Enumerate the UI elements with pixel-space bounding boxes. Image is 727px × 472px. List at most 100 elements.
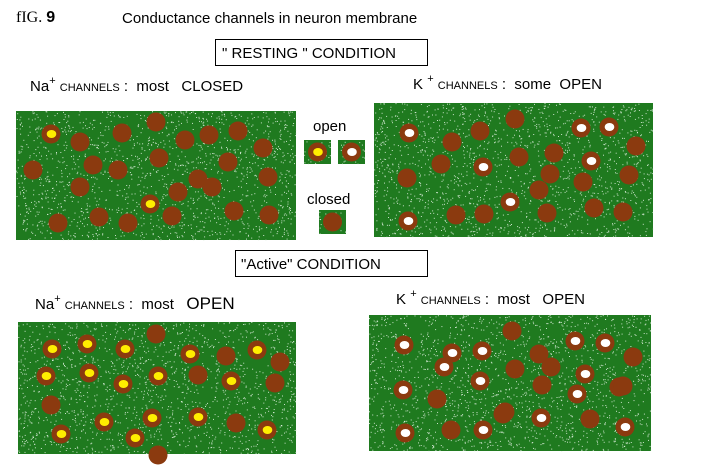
closed-channel <box>441 420 461 440</box>
resting-k-membrane-panel <box>374 103 654 238</box>
resting-na-membrane-panel-speckle <box>16 111 297 241</box>
open-channel <box>247 340 267 360</box>
closed-channel <box>613 202 633 222</box>
closed-channel <box>228 121 248 141</box>
open-channel <box>113 374 133 394</box>
open-channel <box>308 142 327 162</box>
active-condition-heading: "Active" CONDITION <box>235 250 428 277</box>
resting-k-state: OPEN <box>559 76 602 93</box>
closed-channel <box>199 125 219 145</box>
active-k-ion: K <box>396 291 407 308</box>
resting-na-state: CLOSED <box>181 78 244 95</box>
closed-channel <box>502 321 522 341</box>
open-channel <box>575 364 595 384</box>
closed-channel <box>175 130 195 150</box>
open-channel <box>188 407 208 427</box>
open-channel <box>565 331 585 351</box>
closed-channel <box>89 207 109 227</box>
closed-channel <box>218 152 238 172</box>
open-channel <box>125 428 145 448</box>
open-channel <box>595 333 615 353</box>
closed-channel <box>259 205 279 225</box>
closed-channel <box>505 109 525 129</box>
active-na-ion: Na <box>35 296 55 313</box>
closed-channel <box>573 172 593 192</box>
closed-channel <box>474 204 494 224</box>
resting-k-label: K + CHANNELS : some OPEN <box>413 74 602 93</box>
resting-na-ion: Na <box>30 78 50 95</box>
open-channel <box>51 424 71 444</box>
open-channel <box>394 335 414 355</box>
open-channel <box>531 408 551 428</box>
resting-k-ion: K <box>413 76 424 93</box>
closed-channel <box>529 180 549 200</box>
closed-channel <box>619 165 639 185</box>
closed-channel <box>258 167 278 187</box>
closed-channel <box>495 402 515 422</box>
resting-k-amount: some <box>514 76 552 93</box>
closed-channel <box>149 148 169 168</box>
open-channel <box>472 341 492 361</box>
resting-na-channels-word: CHANNELS <box>59 82 120 94</box>
closed-channel <box>188 169 208 189</box>
open-channel <box>473 157 493 177</box>
open-channel <box>180 344 200 364</box>
open-channel <box>442 343 462 363</box>
active-k-state: OPEN <box>542 291 585 308</box>
open-channel <box>567 384 587 404</box>
closed-channel <box>544 143 564 163</box>
resting-k-channels-word: CHANNELS <box>437 80 498 92</box>
closed-channel <box>431 154 451 174</box>
open-channel <box>77 334 97 354</box>
closed-channel <box>224 201 244 221</box>
closed-channel <box>48 213 68 233</box>
open-channel <box>470 371 490 391</box>
active-condition-text: "Active" CONDITION <box>241 256 381 273</box>
closed-channel <box>626 136 646 156</box>
open-channel <box>41 124 61 144</box>
closed-channel <box>202 177 222 197</box>
legend-open-label: open <box>313 118 347 135</box>
closed-channel <box>323 212 342 232</box>
open-channel <box>581 151 601 171</box>
closed-channel <box>427 389 447 409</box>
legend-open-na-swatch <box>304 140 331 165</box>
open-channel <box>571 118 591 138</box>
open-channel <box>398 211 418 231</box>
active-na-colon: : <box>128 296 134 313</box>
closed-channel <box>146 324 166 344</box>
legend-closed-swatch <box>319 210 347 235</box>
closed-channel <box>509 147 529 167</box>
closed-channel <box>41 395 61 415</box>
open-channel <box>115 339 135 359</box>
resting-na-colon: : <box>123 78 129 95</box>
closed-channel <box>446 205 466 225</box>
active-na-amount: most <box>141 296 174 313</box>
closed-channel <box>70 177 90 197</box>
closed-channel <box>532 375 552 395</box>
open-channel <box>140 194 160 214</box>
closed-channel <box>270 352 290 372</box>
closed-channel <box>580 409 600 429</box>
active-na-label: Na+ CHANNELS : most OPEN <box>35 294 235 313</box>
closed-channel <box>541 357 561 377</box>
closed-channel <box>537 203 557 223</box>
open-channel <box>615 417 635 437</box>
resting-k-colon: : <box>501 76 507 93</box>
open-channel <box>342 142 361 162</box>
open-channel <box>599 117 619 137</box>
closed-channel <box>505 359 525 379</box>
open-channel <box>473 420 493 440</box>
closed-channel <box>540 164 560 184</box>
active-k-charge: + <box>410 288 417 300</box>
resting-na-charge: + <box>49 75 56 87</box>
open-channel <box>393 380 413 400</box>
closed-channel <box>112 123 132 143</box>
closed-channel <box>397 168 417 188</box>
open-channel <box>395 423 415 443</box>
active-na-channels-word: CHANNELS <box>64 300 125 312</box>
open-channel <box>94 412 114 432</box>
closed-channel <box>118 213 138 233</box>
closed-channel <box>23 160 43 180</box>
open-channel <box>500 192 520 212</box>
